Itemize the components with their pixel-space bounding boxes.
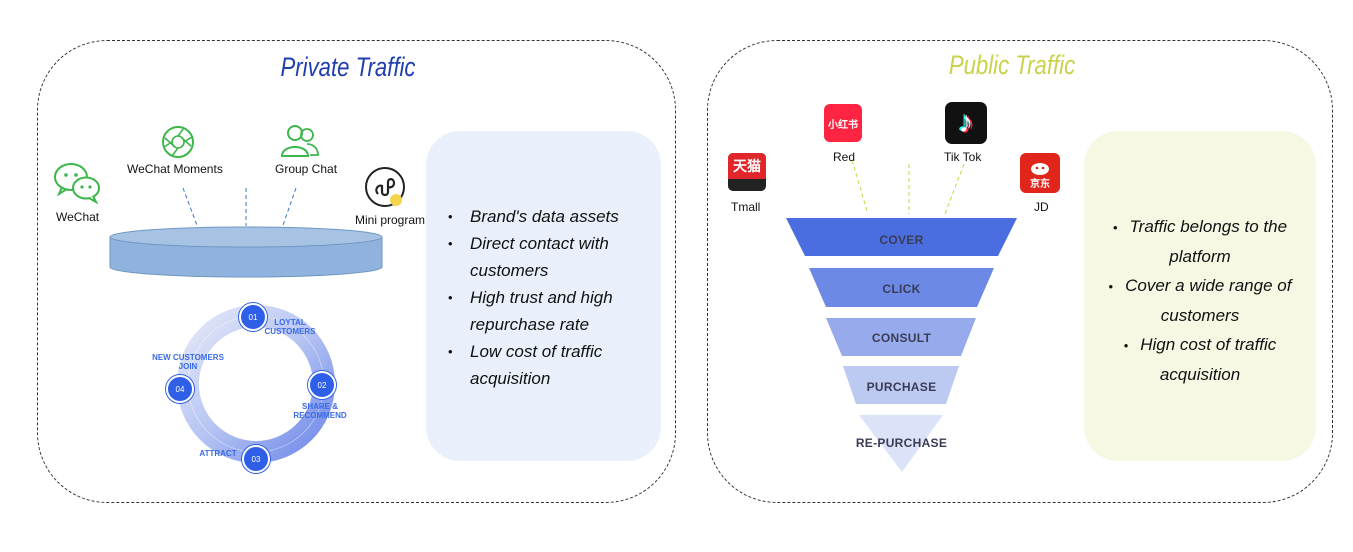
tiktok-icon: ♪ (945, 102, 987, 144)
group-chat-icon (280, 125, 319, 157)
funnel-stage-consult: CONSULT (871, 331, 932, 345)
tmall-label: Tmall (731, 200, 761, 214)
tmall-icon: 天猫 (728, 153, 766, 191)
public-feature-item: •Cover a wide range of customers (1108, 276, 1292, 325)
cycle-step-4-label: NEW CUSTOMERS JOIN (152, 353, 224, 371)
funnel-connector-lines (851, 159, 965, 215)
private-benefit-item: Low cost of traffic acquisition (444, 338, 644, 392)
group-chat-label: Group Chat (275, 162, 338, 176)
mini-program-icon (365, 167, 405, 207)
private-benefit-item: High trust and high repurchase rate (444, 284, 644, 338)
wechat-icon (54, 163, 100, 204)
funnel-stage-purchase: PURCHASE (866, 380, 937, 394)
cycle-step-1-number: 01 (239, 303, 267, 331)
wechat-label: WeChat (56, 210, 100, 224)
public-features-box (1084, 131, 1316, 461)
red-icon: 小红书 (824, 104, 862, 142)
mini-program-label: Mini program (355, 213, 426, 227)
tiktok-label: Tik Tok (944, 150, 982, 164)
moments-icon (162, 126, 194, 158)
funnel-stage-cover: COVER (879, 233, 924, 247)
public-feature-item: •Hign cost of traffic acquisition (1123, 335, 1277, 384)
public-feature-item: •Traffic belongs to the platform (1112, 217, 1288, 266)
public-features-list: •Traffic belongs to the platform •Cover … (1100, 212, 1300, 389)
private-benefit-item: Brand's data assets (444, 203, 644, 230)
cycle-step-4-number: 04 (166, 375, 194, 403)
conversion-funnel (786, 218, 1017, 472)
red-label: Red (833, 150, 856, 164)
funnel-stage-click: CLICK (882, 282, 921, 296)
cycle-step-3-number: 03 (242, 445, 270, 473)
jd-icon: 京东 (1020, 153, 1060, 193)
public-traffic-title: Public Traffic (948, 50, 1076, 80)
private-traffic-title: Private Traffic (280, 52, 416, 82)
moments-label: WeChat Moments (127, 162, 223, 176)
cycle-step-1-label: LOYTAL CUSTOMERS (264, 318, 316, 336)
cycle-step-3-label: ATTRACT (199, 449, 237, 458)
private-benefit-item: Direct contact with customers (444, 230, 644, 284)
jd-label: JD (1034, 200, 1049, 214)
cycle-step-2-label: SHARE & RECOMMEND (293, 402, 347, 420)
cycle-step-2-number: 02 (308, 371, 336, 399)
funnel-stage-repurchase: RE-PURCHASE (855, 436, 948, 450)
jd-dog-icon (1031, 163, 1049, 175)
traffic-pool-cylinder (109, 187, 383, 278)
private-benefits-list: Brand's data assets Direct contact with … (444, 203, 644, 392)
